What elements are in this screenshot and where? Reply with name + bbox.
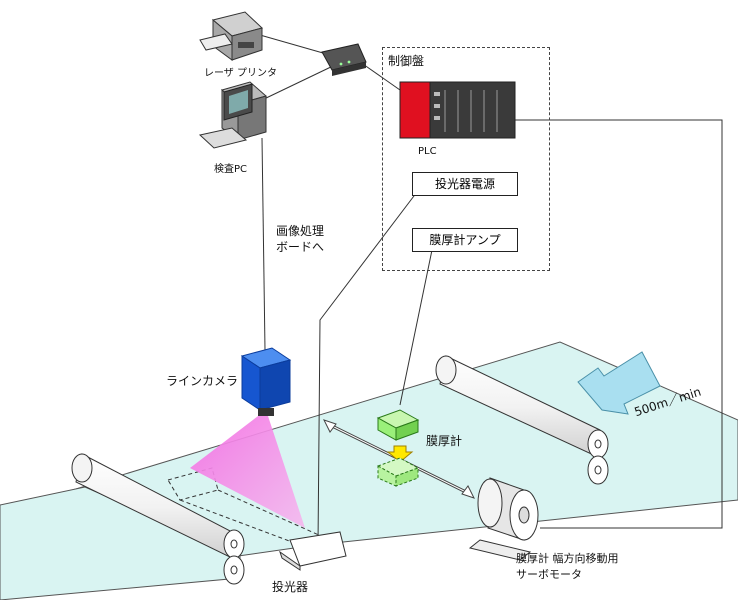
image-board-label-line1: 画像処理 [276, 224, 325, 238]
control-panel-frame [382, 47, 550, 271]
network-hub [321, 43, 367, 76]
projector-hidden-outline [167, 467, 331, 546]
control-panel-label: 制御盤 [388, 54, 425, 68]
servo-label-line1: 膜厚計 幅方向移動用 [516, 552, 619, 565]
projector-icon [279, 531, 347, 571]
plc-unit [399, 81, 516, 139]
projector-power-box: 投光器電源 [412, 172, 518, 196]
thickness-amp-box: 膜厚計アンプ [412, 228, 518, 252]
thickness-gauge-label: 膜厚計 [426, 434, 463, 448]
printer-label: レーザ プリンタ [204, 68, 277, 79]
image-board-label-line2: ボードへ [276, 240, 325, 254]
pc-label: 検査PC [214, 164, 248, 175]
pc-icon [198, 81, 268, 149]
light-beam [190, 410, 305, 528]
projector-label: 投光器 [272, 580, 309, 594]
network-cables [259, 34, 723, 546]
printer-icon [199, 11, 263, 61]
back-roll [435, 355, 609, 485]
thickness-gauge-icon [376, 409, 420, 487]
flow-direction-arrow [577, 351, 661, 415]
line-camera-icon [240, 347, 292, 416]
servo-label-line2: サーボモータ [516, 568, 582, 581]
plc-label: PLC [418, 146, 437, 157]
front-roll [71, 453, 245, 585]
servo-motor-icon [468, 477, 539, 561]
line-camera-label: ラインカメラ [166, 374, 239, 388]
